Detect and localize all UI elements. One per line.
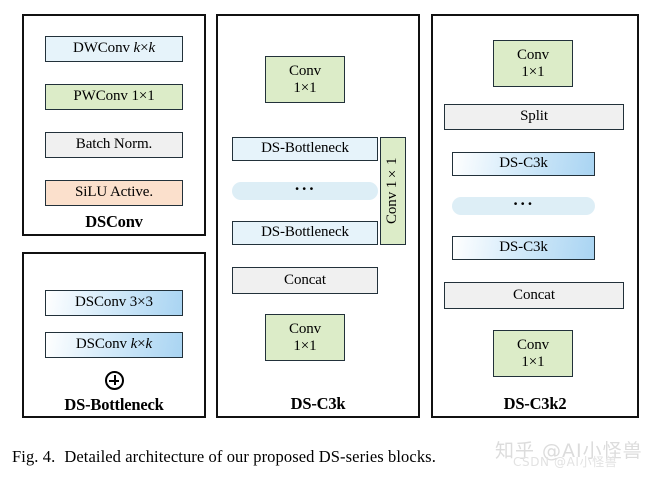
- watermark-zhihu: 知乎 @AI小怪兽: [495, 440, 643, 462]
- block-conv-output: Conv 1×1: [265, 314, 345, 361]
- block-concat-label: Concat: [284, 271, 326, 288]
- residual-add-operator: [105, 371, 124, 390]
- block-concat: Concat: [232, 267, 378, 294]
- block-split-label: Split: [520, 108, 548, 125]
- block-split: Split: [444, 104, 624, 130]
- block-conv-side-branch: Conv 1×1: [380, 137, 406, 245]
- block-ds-bottleneck-last: DS-Bottleneck: [232, 221, 378, 245]
- panel-dsconv: DWConv k×k PWConv 1×1 Batch Norm. SiLU A…: [22, 14, 206, 236]
- panel-ds-c3k2: Conv 1×1 Split DS-C3k ··· DS-C3k Concat …: [431, 14, 639, 418]
- figure-caption: Fig. 4. Detailed architecture of our prop…: [12, 447, 436, 467]
- block-silu-active: SiLU Active.: [45, 180, 183, 206]
- block-dsconv-3x3: DSConv 3×3: [45, 290, 183, 316]
- ellipsis-bottleneck-glyph: ···: [294, 178, 316, 198]
- block-dsconv-kxk-label: DSConv k×k: [75, 336, 153, 353]
- block-conv-input: Conv 1×1: [265, 56, 345, 103]
- block-ds-bottleneck-last-label: DS-Bottleneck: [261, 224, 349, 241]
- watermark-csdn: CSDN @AI小怪兽: [513, 455, 618, 469]
- panel-label-dsconv: DSConv: [85, 212, 143, 231]
- block-dwconv: DWConv k×k: [45, 36, 183, 62]
- block-dsconv-3x3-label: DSConv 3×3: [75, 294, 153, 311]
- block-conv-output-line1: Conv: [288, 320, 322, 337]
- block-ds-bottleneck-first-label: DS-Bottleneck: [261, 140, 349, 157]
- block-ds-c3k-first-label: DS-C3k: [499, 155, 548, 172]
- ellipsis-c3k-glyph: ···: [512, 193, 535, 213]
- block-c3k2-conv-input-line2: 1×1: [521, 63, 545, 80]
- block-conv-output-line2: 1×1: [293, 337, 317, 354]
- figure-caption-label: Fig. 4.: [12, 447, 56, 466]
- block-ds-c3k-last-label: DS-C3k: [499, 239, 548, 256]
- block-silu-label: SiLU Active.: [75, 184, 153, 201]
- block-c3k2-concat: Concat: [444, 282, 624, 309]
- block-batchnorm: Batch Norm.: [45, 132, 183, 158]
- block-ds-c3k-first: DS-C3k: [452, 152, 595, 176]
- block-batchnorm-label: Batch Norm.: [75, 136, 153, 153]
- block-c3k2-conv-input-line1: Conv: [516, 46, 550, 63]
- panel-label-ds-bottleneck: DS-Bottleneck: [64, 395, 164, 414]
- block-ds-bottleneck-first: DS-Bottleneck: [232, 137, 378, 161]
- block-pwconv-label: PWConv 1×1: [73, 88, 155, 105]
- block-conv-input-line2: 1×1: [293, 79, 317, 96]
- block-c3k2-concat-label: Concat: [513, 286, 555, 303]
- block-conv-input-line1: Conv: [288, 62, 322, 79]
- block-pwconv: PWConv 1×1: [45, 84, 183, 110]
- block-dsconv-kxk: DSConv k×k: [45, 332, 183, 358]
- panel-ds-c3k: Conv 1×1 DS-Bottleneck ··· DS-Bottleneck…: [216, 14, 420, 418]
- block-dwconv-label: DWConv k×k: [72, 40, 156, 57]
- ellipsis-bottleneck-stack: ···: [232, 178, 378, 200]
- block-c3k2-conv-output-line2: 1×1: [521, 353, 545, 370]
- block-conv-side-branch-label: Conv 1×1: [384, 157, 401, 225]
- ellipsis-c3k-stack: ···: [452, 193, 595, 215]
- block-ds-c3k-last: DS-C3k: [452, 236, 595, 260]
- panel-ds-bottleneck: DSConv 3×3 DSConv k×k DS-Bottleneck: [22, 252, 206, 418]
- panel-label-ds-c3k: DS-C3k: [290, 394, 346, 413]
- block-c3k2-conv-input: Conv 1×1: [493, 40, 573, 87]
- block-c3k2-conv-output-line1: Conv: [516, 336, 550, 353]
- block-c3k2-conv-output: Conv 1×1: [493, 330, 573, 377]
- figure-caption-text: Detailed architecture of our proposed DS…: [64, 447, 436, 466]
- panel-label-ds-c3k2: DS-C3k2: [503, 394, 567, 413]
